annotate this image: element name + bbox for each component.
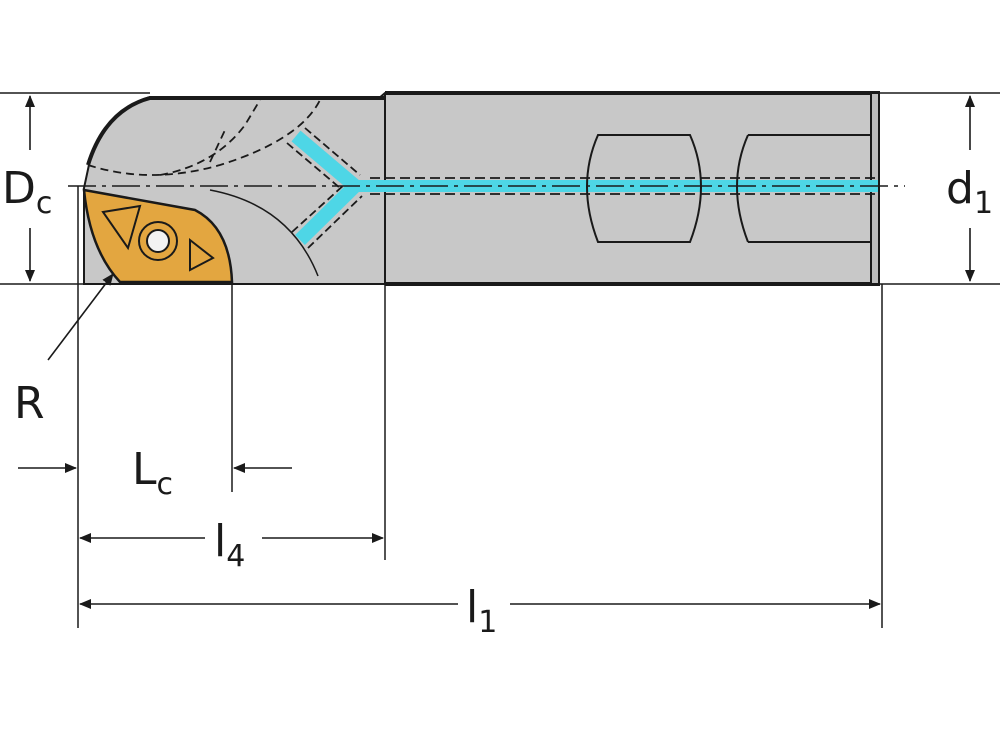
clamping-flat-1	[586, 134, 702, 243]
l1-label: l1	[466, 582, 497, 640]
hidden-insert-outline	[87, 99, 321, 176]
insert-chipbreaker-right	[189, 237, 215, 272]
lc-label: Lc	[132, 444, 173, 502]
coolant-channel-lower	[295, 181, 360, 245]
l4-label: l4	[214, 516, 245, 574]
hidden-insert-outline-tip	[209, 129, 226, 163]
coolant-outline-upper	[286, 127, 361, 189]
dc-label: Dc	[2, 163, 52, 221]
coolant-channel-upper	[291, 130, 360, 192]
insert-chipbreaker-left	[101, 204, 142, 251]
r-label: R	[14, 378, 45, 429]
coolant-outline-lower	[291, 183, 363, 249]
d1-label: d1	[946, 163, 993, 221]
ball-nose-contour	[86, 96, 151, 166]
flute-curve	[209, 189, 319, 277]
insert-screw-inner	[146, 229, 170, 253]
r-leader	[47, 273, 114, 361]
